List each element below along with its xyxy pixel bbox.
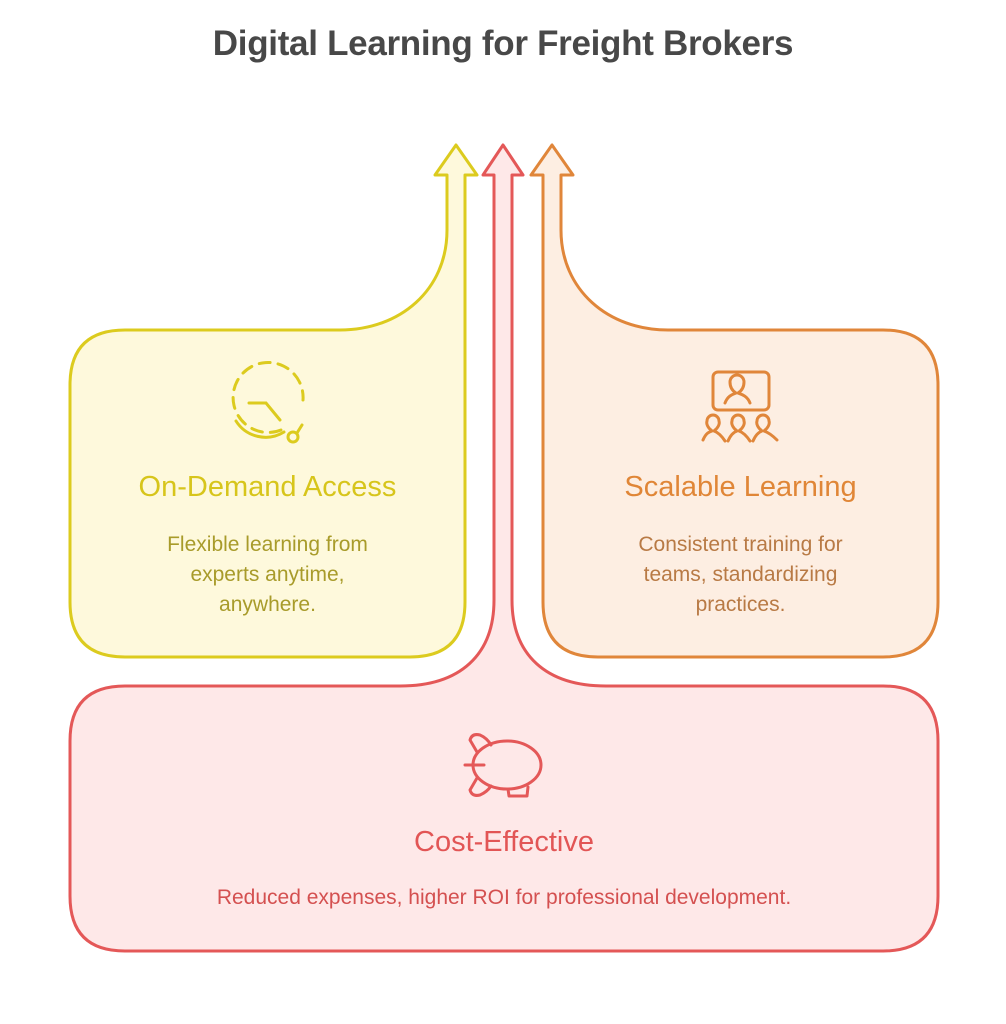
cost-effective-heading: Cost-Effective [414, 826, 594, 858]
description-line: Flexible learning from [167, 533, 368, 556]
cost-effective-description: Reduced expenses, higher ROI for profess… [70, 883, 938, 913]
description-line: Reduced expenses, higher ROI for profess… [216, 886, 792, 909]
description-line: anywhere. [219, 593, 316, 616]
scalable-learning-shape [529, 143, 940, 659]
description-line: experts anytime, [190, 563, 345, 586]
clock-icon [231, 360, 305, 444]
page-title: Digital Learning for Freight Brokers [212, 24, 794, 63]
scalable-learning-heading: Scalable Learning [624, 471, 857, 503]
cost-effective-shape [68, 143, 940, 953]
on-demand-access-heading: On-Demand Access [138, 471, 397, 503]
scalable-learning-description: Consistent training for teams, standardi… [543, 530, 938, 620]
on-demand-access-shape [68, 143, 479, 659]
group-presentation-icon [701, 370, 779, 443]
description-line: practices. [695, 593, 786, 616]
on-demand-access-description: Flexible learning from experts anytime, … [70, 530, 465, 620]
piggy-bank-icon [463, 733, 543, 798]
description-line: teams, standardizing [643, 563, 838, 586]
description-line: Consistent training for [638, 533, 843, 556]
